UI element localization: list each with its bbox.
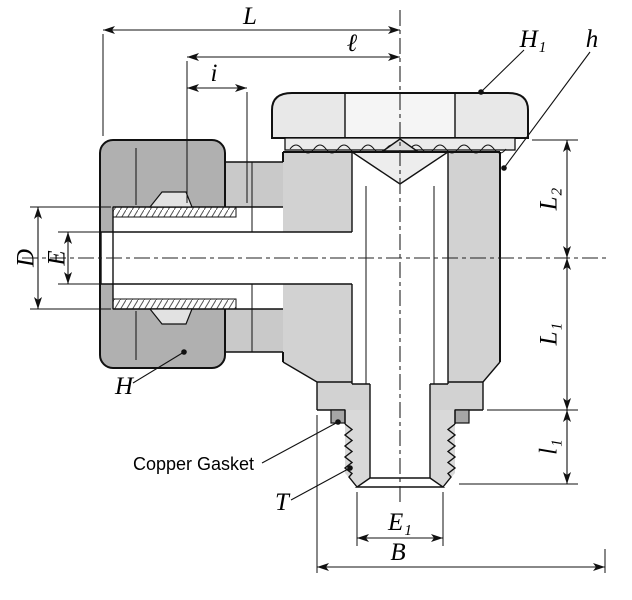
- fitting-body: [99, 92, 529, 488]
- leader-H1: [480, 49, 525, 93]
- label-B: B: [390, 539, 405, 566]
- hex-nut-outline: [271, 92, 529, 139]
- leader-dot: [335, 419, 341, 425]
- leader-h: [503, 51, 591, 169]
- label-H1: H₁: [519, 26, 547, 53]
- label-i: i: [211, 60, 218, 87]
- branch-edges: [225, 161, 283, 353]
- dimensions: L ℓ i H₁ h L₂ L₁ l₁ D E: [13, 3, 606, 573]
- label-T: T: [275, 489, 291, 516]
- label-L1: L₁: [536, 323, 563, 347]
- label-E: E: [44, 250, 71, 266]
- hex-nut-facet-lines: [344, 93, 456, 138]
- label-D: D: [13, 249, 40, 268]
- hex-nut-left-facet: [272, 93, 345, 138]
- ferrule-top: [148, 191, 193, 208]
- label-E1: E₁: [387, 509, 412, 536]
- tube-inner-lines: [365, 186, 435, 384]
- leader-T: [290, 467, 351, 501]
- label-ell: ℓ: [347, 30, 358, 57]
- thread-zigzag-left: [343, 423, 358, 488]
- label-H: H: [114, 373, 135, 400]
- leader-H: [132, 351, 185, 384]
- leader-copper-gasket: [261, 421, 339, 464]
- label-h: h: [586, 26, 599, 53]
- label-L2: L₂: [536, 187, 563, 211]
- label-copper-gasket: Copper Gasket: [133, 454, 254, 474]
- label-L: L: [242, 3, 257, 30]
- centerlines: [22, 10, 610, 505]
- leader-dot: [347, 465, 353, 471]
- bore-step-edges: [352, 383, 448, 478]
- copper-gasket-right: [454, 409, 470, 424]
- stub-thread-bottom: [112, 298, 237, 310]
- thread-zigzag-right: [442, 423, 457, 488]
- hex-nut-right-facet: [455, 93, 528, 138]
- stub-thread-top: [112, 206, 237, 218]
- body-outline: [282, 151, 501, 362]
- leader-dot: [501, 165, 507, 171]
- stub-shank-sides: [344, 410, 456, 424]
- leader-dot: [478, 89, 484, 95]
- label-l1: l₁: [536, 439, 563, 455]
- ferrule-bottom: [148, 308, 193, 325]
- leader-dot: [181, 349, 187, 355]
